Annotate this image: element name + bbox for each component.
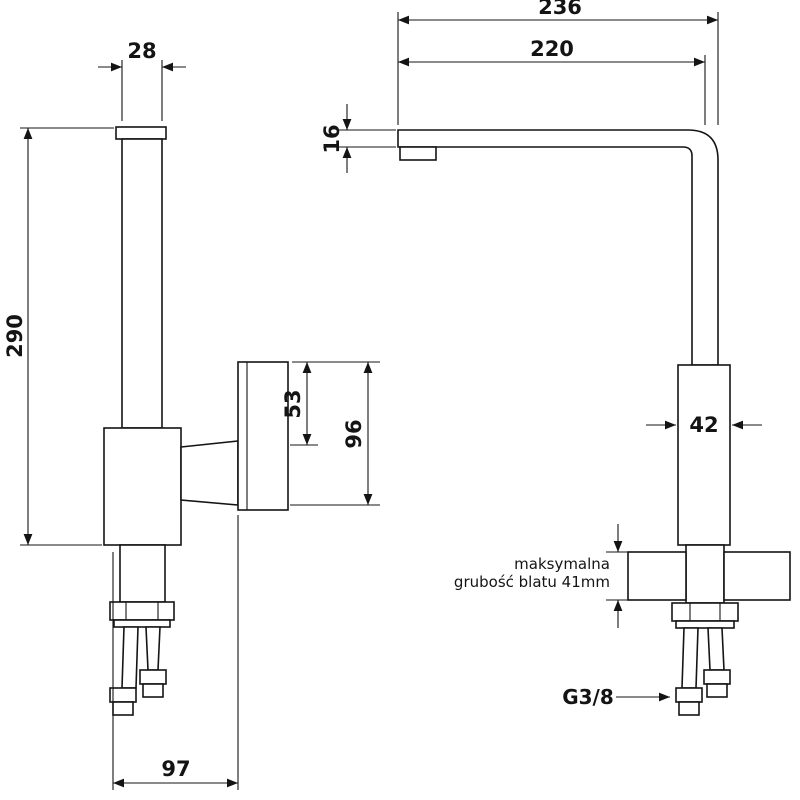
washer bbox=[113, 619, 171, 628]
dim-handle-length: 96 bbox=[290, 362, 380, 506]
threaded-shank bbox=[685, 544, 725, 604]
countertop-note-line1: maksymalna bbox=[514, 555, 610, 573]
dim-total-reach: 236 bbox=[397, 0, 719, 125]
dim-spout-thickness: 16 bbox=[320, 104, 396, 173]
faucet-base-body bbox=[103, 427, 182, 546]
supply-hose bbox=[121, 626, 139, 689]
hose-fitting-nipple bbox=[112, 701, 134, 716]
dim-label-42: 42 bbox=[689, 413, 718, 437]
dim-total-height: 290 bbox=[3, 127, 114, 546]
faucet-body-side bbox=[103, 126, 289, 716]
hose-fitting bbox=[139, 669, 167, 685]
faucet-column bbox=[677, 364, 731, 546]
handle-plate bbox=[237, 361, 289, 511]
dim-body-width: 42 bbox=[646, 413, 762, 437]
spout bbox=[397, 129, 719, 366]
left-view: 28 290 53 96 97 bbox=[3, 39, 380, 790]
thread-size-callout: G3/8 bbox=[562, 685, 670, 709]
washer bbox=[675, 620, 735, 629]
hose-fitting-nipple bbox=[678, 701, 700, 716]
hose-fitting bbox=[675, 687, 703, 703]
dim-label-16: 16 bbox=[320, 124, 344, 153]
dim-label-220: 220 bbox=[530, 37, 574, 61]
countertop-section bbox=[723, 551, 791, 601]
handle-joint bbox=[180, 440, 239, 506]
hose-fitting-nipple bbox=[706, 683, 728, 698]
hose-fitting bbox=[703, 669, 731, 685]
mounting-nut bbox=[109, 601, 175, 621]
dim-label-96: 96 bbox=[342, 419, 366, 448]
dim-spout-reach: 220 bbox=[398, 37, 706, 125]
mounting-nut bbox=[671, 602, 739, 622]
dim-handle-offset: 53 bbox=[281, 361, 380, 446]
dim-handle-width: 28 bbox=[98, 39, 186, 121]
dim-label-290: 290 bbox=[3, 314, 27, 358]
dim-label-236: 236 bbox=[538, 0, 582, 19]
right-view: 236 220 16 42 maksymalna bbox=[320, 0, 791, 716]
supply-hose bbox=[681, 627, 699, 689]
countertop-thickness-note: maksymalna grubość blatu 41mm bbox=[454, 524, 628, 628]
dim-base-depth: 97 bbox=[112, 515, 239, 790]
countertop-note-line2: grubość blatu 41mm bbox=[454, 573, 610, 591]
lever-cap bbox=[115, 126, 167, 140]
threaded-shank bbox=[119, 544, 166, 603]
hose-fitting-nipple bbox=[142, 683, 164, 698]
supply-hose bbox=[707, 627, 725, 671]
faucet-body-front bbox=[397, 129, 791, 716]
lever-shaft bbox=[121, 138, 163, 429]
dim-label-28: 28 bbox=[127, 39, 156, 63]
dim-label-97: 97 bbox=[161, 757, 190, 781]
dim-label-53: 53 bbox=[281, 389, 305, 418]
aerator bbox=[399, 146, 437, 161]
hose-fitting bbox=[109, 687, 137, 703]
countertop-section bbox=[627, 551, 687, 601]
supply-hose bbox=[145, 626, 161, 671]
thread-size-label: G3/8 bbox=[562, 685, 614, 709]
